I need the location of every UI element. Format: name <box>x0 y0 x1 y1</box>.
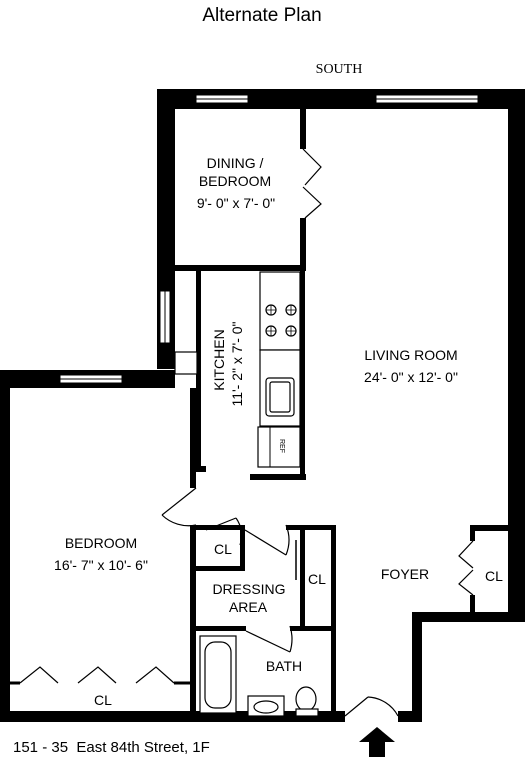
foyer-name: FOYER <box>381 566 429 582</box>
bathtub-icon <box>199 635 237 714</box>
dressing-closet-label: CL <box>308 571 326 587</box>
kitchen-fixtures: REF <box>174 271 301 468</box>
bedroom-dims: 16'- 7" x 10'- 6" <box>54 557 148 573</box>
toilet-icon <box>295 686 319 717</box>
stove-icon <box>265 304 297 337</box>
living-room-name: LIVING ROOM <box>364 347 457 363</box>
bedroom-closet-label: CL <box>94 692 112 708</box>
dressing-area-name-line2: AREA <box>229 599 268 615</box>
foyer-closet-label: CL <box>485 568 503 584</box>
sink-icon <box>265 377 295 417</box>
doors <box>10 148 474 717</box>
interior-walls <box>175 107 510 715</box>
address-label: 151 - 35 East 84th Street, 1F <box>13 739 210 756</box>
bath-name: BATH <box>266 658 302 674</box>
hall-closet-label: CL <box>214 541 232 557</box>
refrigerator-label: REF <box>278 439 285 453</box>
plan-title: Alternate Plan <box>202 5 321 26</box>
refrigerator-icon: REF <box>257 426 301 468</box>
kitchen-dims: 11'- 2" x 7'- 0" <box>229 321 245 406</box>
room-labels: DINING / BEDROOM 9'- 0" x 7'- 0" KITCHEN… <box>54 155 503 708</box>
orientation-label: SOUTH <box>316 62 363 77</box>
bedroom-name: BEDROOM <box>65 535 137 551</box>
sink-icon <box>247 695 285 717</box>
living-room-dims: 24'- 0" x 12'- 0" <box>364 369 458 385</box>
dressing-area-name-line1: DRESSING <box>212 581 285 597</box>
dining-room-name-line1: DINING / <box>207 155 264 171</box>
dining-room-dims: 9'- 0" x 7'- 0" <box>197 195 275 211</box>
entry-arrow-icon <box>359 727 395 757</box>
bath-fixtures <box>199 635 319 717</box>
windows <box>59 94 479 384</box>
kitchen-name: KITCHEN <box>211 329 227 390</box>
dining-room-name-line2: BEDROOM <box>199 173 271 189</box>
